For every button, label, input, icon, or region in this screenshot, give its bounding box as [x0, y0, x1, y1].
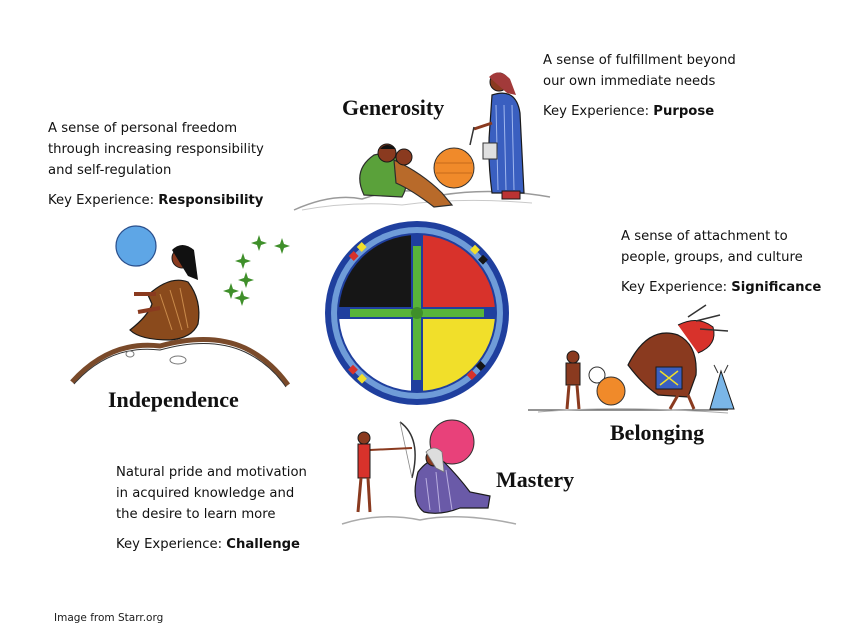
key-prefix: Key Experience: [621, 280, 732, 295]
independence-description: A sense of personal freedom through incr… [48, 118, 264, 211]
independence-line-2: through increasing responsibility [48, 142, 264, 157]
belonging-line-1: A sense of attachment to [621, 229, 788, 244]
independence-title: Independence [108, 387, 239, 412]
generosity-line-2: our own immediate needs [543, 74, 716, 89]
key-value: Significance [731, 280, 822, 295]
mastery-line-3: the desire to learn more [116, 507, 276, 522]
belonging-description: A sense of attachment to people, groups,… [621, 226, 821, 298]
mastery-line-2: in acquired knowledge and [116, 486, 295, 501]
independence-illustration [70, 225, 291, 388]
wheel-quadrant-yellow [417, 313, 495, 391]
key-value: Challenge [226, 537, 301, 552]
key-value: Purpose [653, 104, 715, 119]
wheel-quadrant-white [339, 313, 417, 391]
independence-line-3: and self-regulation [48, 163, 172, 178]
belonging-key-experience: Key Experience: Significance [621, 277, 821, 298]
image-credit: Image from Starr.org [54, 612, 164, 624]
mastery-description: Natural pride and motivation in acquired… [116, 462, 307, 555]
medicine-wheel [325, 221, 509, 405]
generosity-title: Generosity [342, 95, 445, 120]
independence-line-1: A sense of personal freedom [48, 121, 238, 136]
generosity-key-experience: Key Experience: Purpose [543, 101, 736, 122]
wheel-quadrant-black [339, 235, 417, 313]
key-prefix: Key Experience: [543, 104, 654, 119]
belonging-line-2: people, groups, and culture [621, 250, 803, 265]
generosity-sun [433, 147, 475, 189]
mastery-line-1: Natural pride and motivation [116, 465, 307, 480]
mastery-title: Mastery [496, 467, 575, 492]
key-prefix: Key Experience: [48, 193, 159, 208]
independence-sun [115, 225, 157, 267]
belonging-title: Belonging [610, 420, 705, 445]
generosity-description: A sense of fulfillment beyond our own im… [543, 50, 736, 122]
key-prefix: Key Experience: [116, 537, 227, 552]
mastery-key-experience: Key Experience: Challenge [116, 534, 307, 555]
belonging-illustration [528, 304, 735, 414]
mastery-illustration [341, 419, 517, 525]
generosity-illustration [293, 72, 551, 211]
wheel-quadrant-red [417, 235, 495, 313]
key-value: Responsibility [158, 193, 264, 208]
belonging-sun [596, 376, 626, 406]
stars-icon [223, 235, 290, 306]
generosity-line-1: A sense of fulfillment beyond [543, 53, 736, 68]
independence-key-experience: Key Experience: Responsibility [48, 190, 264, 211]
